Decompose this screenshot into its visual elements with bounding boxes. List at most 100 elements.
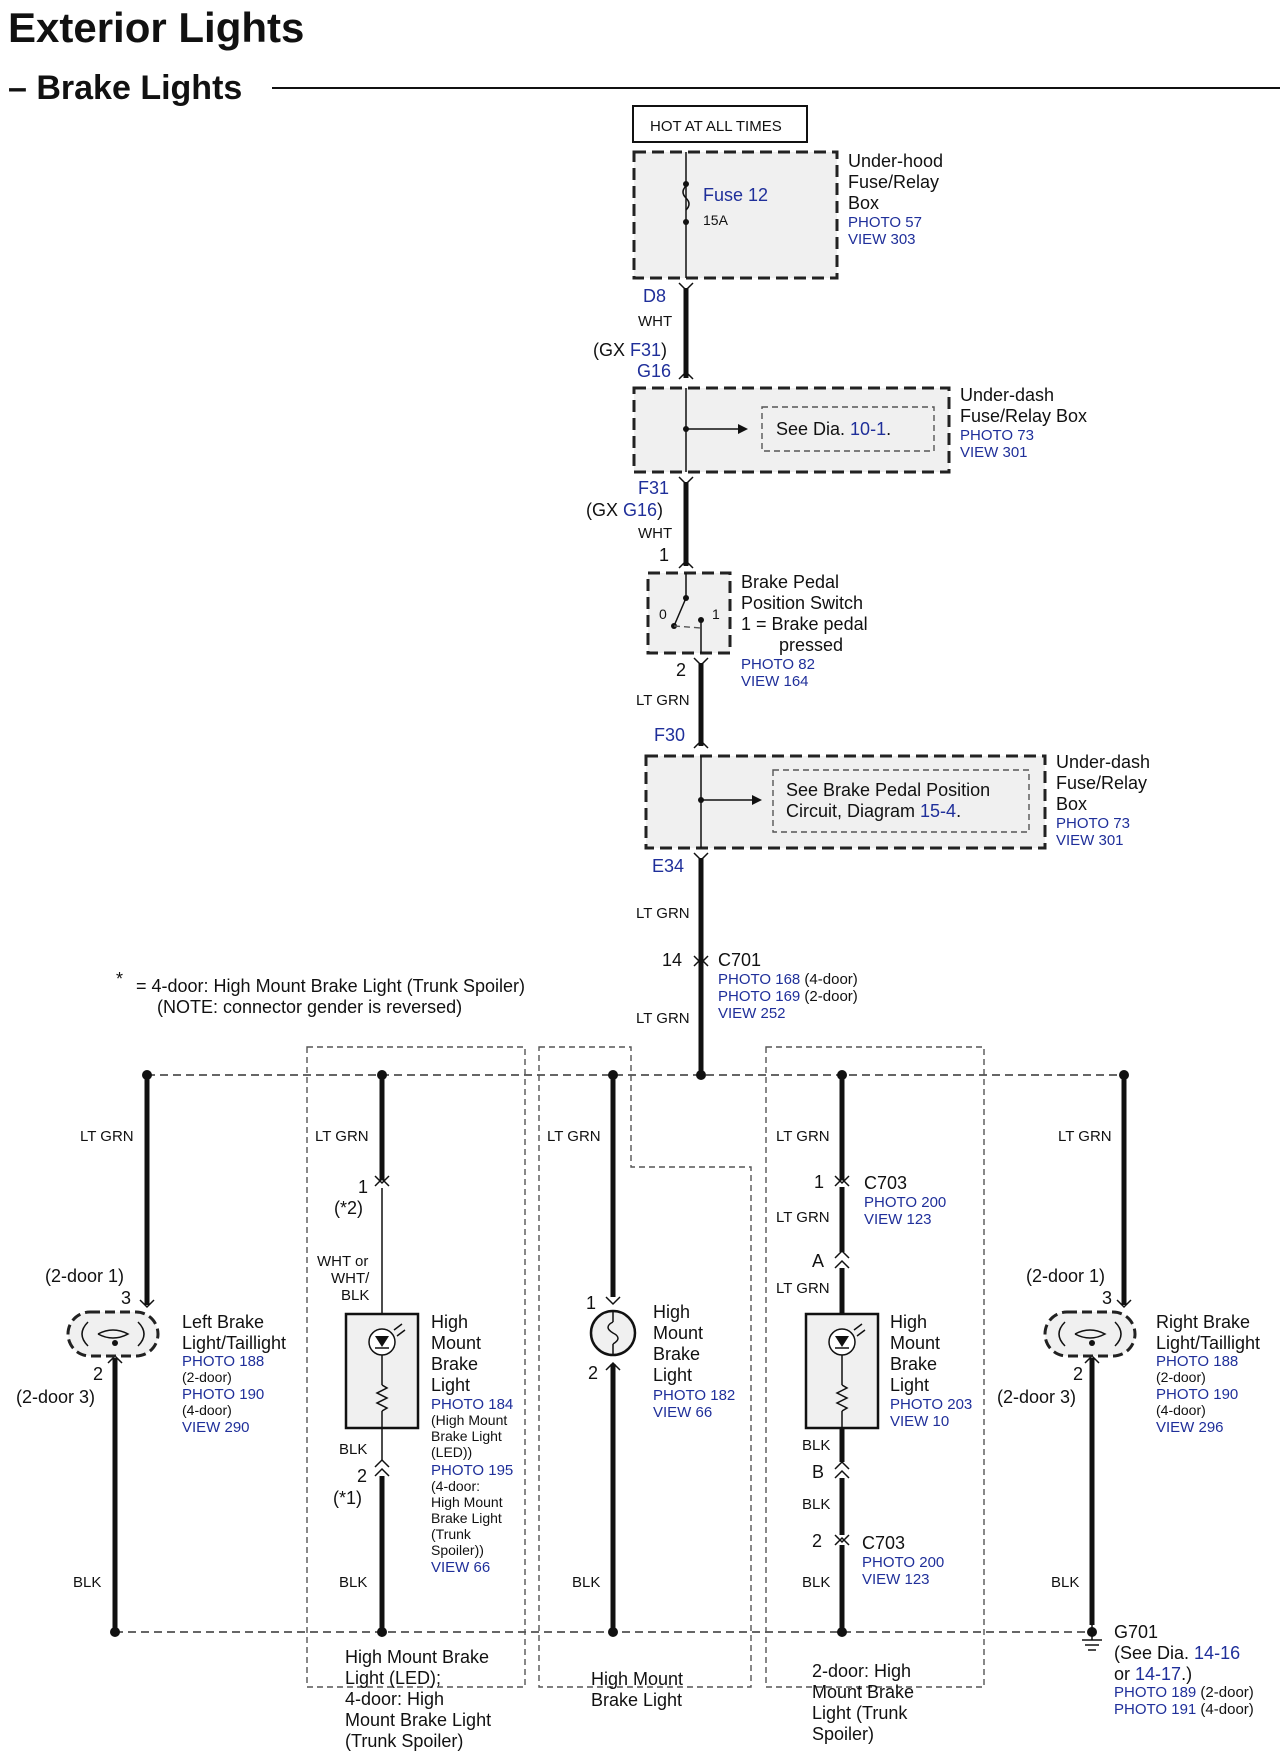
underdash2-see-line1: See Brake Pedal Position xyxy=(786,780,990,800)
brake-pedal-position-switch xyxy=(646,571,732,655)
spoiler-wire-a2: LT GRN xyxy=(776,1280,830,1297)
ground-photo-b[interactable]: PHOTO 191 (4-door) xyxy=(1114,1701,1254,1718)
led-name-4: Light xyxy=(431,1375,470,1395)
c701-view[interactable]: VIEW 252 xyxy=(718,1005,786,1022)
spoiler-caption-4: Spoiler) xyxy=(812,1724,874,1744)
c701-photo-2door[interactable]: PHOTO 169 (2-door) xyxy=(718,988,858,1005)
bulb-name-1: High xyxy=(653,1302,690,1322)
switch-pos-0: 0 xyxy=(659,606,667,622)
left-light-photo-b[interactable]: PHOTO 190 xyxy=(182,1386,264,1403)
ground-icon xyxy=(1082,1625,1102,1651)
led-photo-b[interactable]: PHOTO 195 xyxy=(431,1462,513,1479)
underhood-box-name-1: Under-hood xyxy=(848,151,943,171)
connector-c701: C701 xyxy=(718,950,761,970)
bulb-caption-1: High Mount xyxy=(591,1669,683,1689)
arrow-right-icon xyxy=(738,424,748,434)
connector-c703-top-icon xyxy=(834,1175,850,1187)
ground-photo-a[interactable]: PHOTO 189 (2-door) xyxy=(1114,1684,1254,1701)
option-region-spoiler xyxy=(765,1046,985,1688)
connector-led-pin2-icon xyxy=(374,1458,390,1477)
connector-led-pin1-icon xyxy=(374,1175,390,1187)
spoiler-view-bottom[interactable]: VIEW 123 xyxy=(862,1571,930,1588)
left-2door-bottom: (2-door 3) xyxy=(16,1387,95,1407)
underdash1-see-dia[interactable]: See Dia. 10-1. xyxy=(776,419,891,439)
switch-view[interactable]: VIEW 164 xyxy=(741,673,809,690)
spoiler-brake-light-icon xyxy=(804,1312,880,1430)
bulb-wire-bottom-color: BLK xyxy=(572,1574,600,1591)
underhood-box-photo[interactable]: PHOTO 57 xyxy=(848,214,922,231)
led-wire-mid-2: WHT/ xyxy=(331,1270,370,1287)
right-light-photo-b[interactable]: PHOTO 190 xyxy=(1156,1386,1238,1403)
terminal-e34: E34 xyxy=(652,856,684,876)
underdash2-see-line2[interactable]: Circuit, Diagram 15-4. xyxy=(786,801,961,821)
underdash-fuse-relay-box-1 xyxy=(632,386,951,474)
spoiler-view-top[interactable]: VIEW 123 xyxy=(864,1211,932,1228)
wire2-gx: (GX G16) xyxy=(586,500,663,520)
wire4-color: LT GRN xyxy=(636,905,690,922)
led-note-a-3: (LED)) xyxy=(431,1444,472,1460)
led-view[interactable]: VIEW 66 xyxy=(431,1559,490,1576)
led-photo-a[interactable]: PHOTO 184 xyxy=(431,1396,513,1413)
underdash2-name-2: Fuse/Relay xyxy=(1056,773,1147,793)
ground-see-line2[interactable]: or 14-17.) xyxy=(1114,1664,1192,1684)
left-light-photo-a[interactable]: PHOTO 188 xyxy=(182,1353,264,1370)
underdash1-name-1: Under-dash xyxy=(960,385,1054,405)
right-light-note-a: (2-door) xyxy=(1156,1369,1206,1385)
spoiler-name-3: Brake xyxy=(890,1354,937,1374)
underdash1-photo[interactable]: PHOTO 73 xyxy=(960,427,1034,444)
wire3-color: LT GRN xyxy=(636,692,690,709)
right-light-view[interactable]: VIEW 296 xyxy=(1156,1419,1224,1436)
underdash2-photo[interactable]: PHOTO 73 xyxy=(1056,815,1130,832)
bulb-pin-1: 1 xyxy=(586,1293,596,1313)
spoiler-photo[interactable]: PHOTO 203 xyxy=(890,1396,972,1413)
underhood-box-view[interactable]: VIEW 303 xyxy=(848,231,916,248)
spoiler-connector-top: C703 xyxy=(864,1173,907,1193)
ground-see-line1[interactable]: (See Dia. 14-16 xyxy=(1114,1643,1240,1663)
spoiler-connector-bottom: C703 xyxy=(862,1533,905,1553)
underhood-box-name-2: Fuse/Relay xyxy=(848,172,939,192)
underdash1-name-2: Fuse/Relay Box xyxy=(960,406,1087,426)
c701-photo-4door[interactable]: PHOTO 168 (4-door) xyxy=(718,971,858,988)
spoiler-wire-b: BLK xyxy=(802,1437,830,1454)
connector-c703-bottom-icon xyxy=(834,1534,850,1546)
spoiler-photo-top[interactable]: PHOTO 200 xyxy=(864,1194,946,1211)
wire4-color-below: LT GRN xyxy=(636,1010,690,1027)
connector-d8-icon xyxy=(678,282,694,292)
underdash1-view[interactable]: VIEW 301 xyxy=(960,444,1028,461)
bulb-name-4: Light xyxy=(653,1365,692,1385)
footnote-star: * xyxy=(116,969,123,989)
underhood-box-name-3: Box xyxy=(848,193,879,213)
led-caption-1: High Mount Brake xyxy=(345,1647,489,1667)
spoiler-wire-b2: BLK xyxy=(802,1496,830,1513)
footnote-line2: (NOTE: connector gender is reversed) xyxy=(157,997,462,1017)
right-light-photo-a[interactable]: PHOTO 188 xyxy=(1156,1353,1238,1370)
spoiler-view[interactable]: VIEW 10 xyxy=(890,1413,949,1430)
switch-photo[interactable]: PHOTO 82 xyxy=(741,656,815,673)
connector-e34-icon xyxy=(693,852,709,862)
bulb-view[interactable]: VIEW 66 xyxy=(653,1404,712,1421)
spoiler-wire-bottom-color: BLK xyxy=(802,1574,830,1591)
led-note-b-5: Spoiler)) xyxy=(431,1542,484,1558)
left-light-view[interactable]: VIEW 290 xyxy=(182,1419,250,1436)
terminal-f30: F30 xyxy=(654,725,685,745)
spoiler-wire-a: LT GRN xyxy=(776,1209,830,1226)
left-wire-bottom-color: BLK xyxy=(73,1574,101,1591)
led-wire-below: BLK xyxy=(339,1441,367,1458)
led-pin-1: 1 xyxy=(358,1177,368,1197)
bulb-name-2: Mount xyxy=(653,1323,703,1343)
underdash2-view[interactable]: VIEW 301 xyxy=(1056,832,1124,849)
spoiler-photo-bottom[interactable]: PHOTO 200 xyxy=(862,1554,944,1571)
left-pin-3: 3 xyxy=(121,1288,131,1308)
connector-f30-icon xyxy=(693,739,709,749)
bulb-name-3: Brake xyxy=(653,1344,700,1364)
right-2door-top: (2-door 1) xyxy=(1026,1266,1105,1286)
arrow-right-icon xyxy=(752,795,762,805)
right-light-name-2: Light/Taillight xyxy=(1156,1333,1260,1353)
led-name-1: High xyxy=(431,1312,468,1332)
led-wire-top-color: LT GRN xyxy=(315,1128,369,1145)
led-wire-mid-3: BLK xyxy=(341,1287,369,1304)
left-light-name-1: Left Brake xyxy=(182,1312,264,1332)
fuse-symbol-icon xyxy=(682,185,690,211)
bulb-photo[interactable]: PHOTO 182 xyxy=(653,1387,735,1404)
